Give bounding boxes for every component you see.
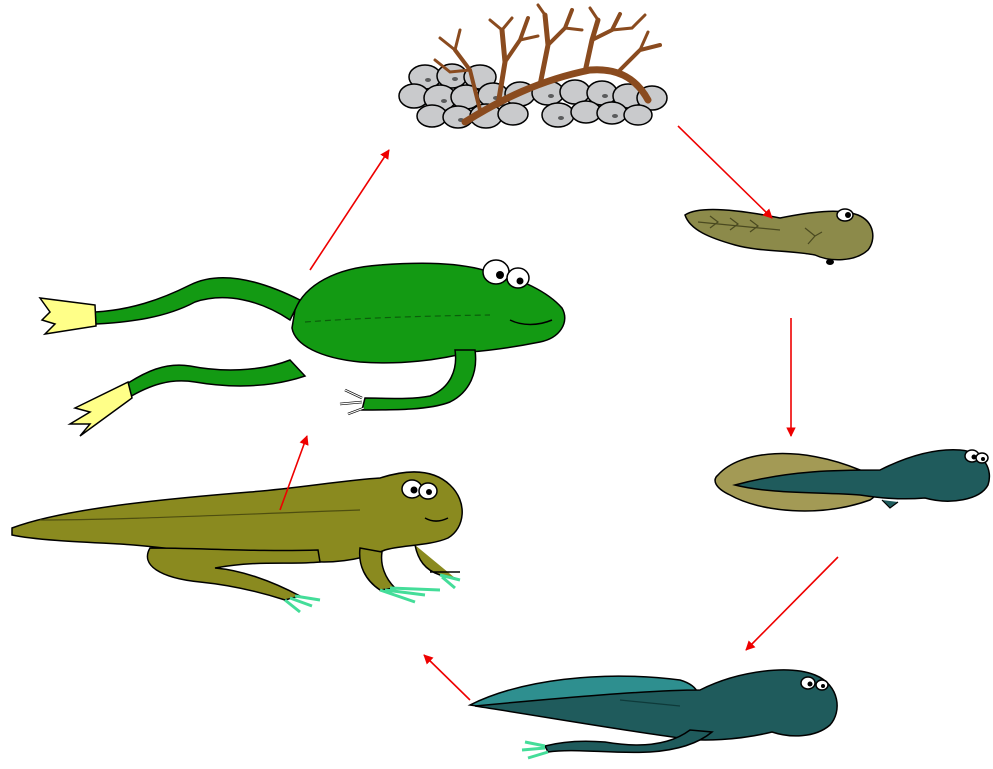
cycle-arrows (280, 126, 838, 700)
webbed-foot (70, 382, 132, 436)
hind-leg-lower (125, 360, 305, 398)
hind-leg-upper (95, 278, 300, 324)
front-leg (360, 548, 395, 590)
eye-icon (483, 260, 509, 284)
eye-icon (507, 268, 529, 288)
arrow-legs-to-froglet (424, 655, 470, 700)
hind-leg (545, 730, 712, 752)
froglet-body (12, 472, 462, 562)
arrow-frog-to-eggs (310, 150, 389, 270)
froglet-illustration (12, 472, 462, 612)
tadpole-with-legs-illustration (470, 670, 837, 758)
arrow-eggs-to-tadpole (678, 126, 772, 218)
tadpole-with-long-tail-illustration (715, 450, 989, 511)
tadpole-stage-illustration (685, 209, 873, 265)
adult-frog-illustration (40, 260, 565, 436)
hind-leg (147, 548, 320, 600)
eggs-stage-illustration (399, 5, 667, 128)
arrow-long-tail-to-legs (746, 557, 838, 650)
webbed-foot (40, 298, 96, 334)
